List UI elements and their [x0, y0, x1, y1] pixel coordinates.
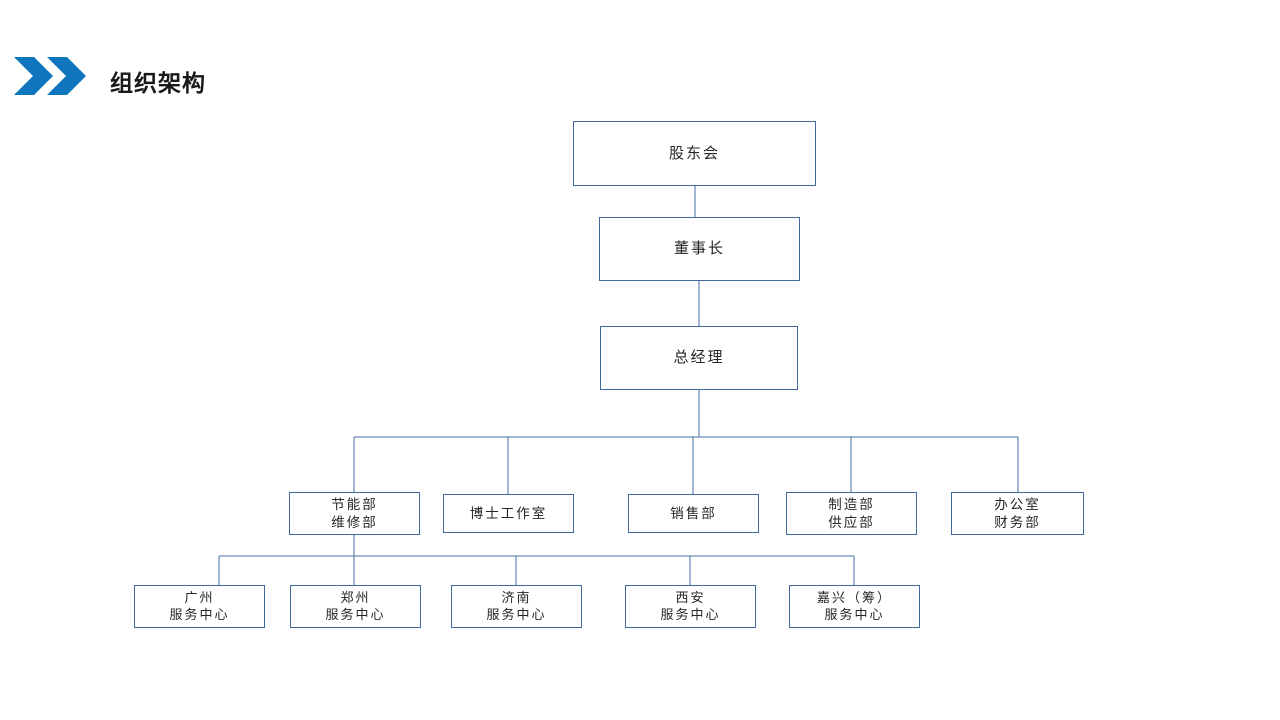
org-node-label-line1: 制造部 [828, 497, 875, 513]
org-node-manufacturing-supply[interactable]: 制造部 供应部 [786, 492, 917, 535]
org-node-label-line2: 服务中心 [325, 606, 386, 622]
org-node-label: 博士工作室 [469, 505, 548, 521]
org-node-label: 销售部 [670, 505, 717, 521]
org-node-sales[interactable]: 销售部 [628, 494, 759, 533]
org-node-shareholders[interactable]: 股东会 [573, 121, 816, 186]
org-node-label: 董事长 [673, 240, 725, 258]
org-node-label-line1: 广州 [184, 589, 215, 605]
org-node-general-manager[interactable]: 总经理 [600, 326, 798, 390]
org-node-label-line2: 供应部 [828, 514, 875, 530]
org-node-doctor-studio[interactable]: 博士工作室 [443, 494, 574, 533]
org-node-energy-maintenance[interactable]: 节能部 维修部 [289, 492, 420, 535]
org-node-label-line1: 郑州 [340, 589, 371, 605]
org-node-label: 总经理 [673, 349, 725, 367]
org-node-label-line1: 节能部 [331, 497, 378, 513]
org-node-label: 股东会 [668, 144, 720, 162]
org-node-label-line2: 财务部 [994, 514, 1041, 530]
org-node-jiaxing-center[interactable]: 嘉兴（筹） 服务中心 [789, 585, 920, 628]
slide-header: 组织架构 [0, 0, 1280, 120]
org-node-guangzhou-center[interactable]: 广州 服务中心 [134, 585, 265, 628]
org-node-jinan-center[interactable]: 济南 服务中心 [451, 585, 582, 628]
double-chevron-right-icon [14, 57, 86, 95]
org-node-chairman[interactable]: 董事长 [599, 217, 800, 281]
org-node-label-line1: 嘉兴（筹） [816, 589, 892, 605]
org-node-label-line2: 服务中心 [660, 606, 721, 622]
org-node-label-line2: 维修部 [331, 514, 378, 530]
org-node-label-line2: 服务中心 [486, 606, 547, 622]
org-node-label-line1: 西安 [675, 589, 706, 605]
org-node-office-finance[interactable]: 办公室 财务部 [951, 492, 1084, 535]
org-node-label-line1: 办公室 [994, 497, 1041, 513]
org-node-label-line1: 济南 [501, 589, 532, 605]
org-node-label-line2: 服务中心 [169, 606, 230, 622]
org-node-label-line2: 服务中心 [824, 606, 885, 622]
org-node-xian-center[interactable]: 西安 服务中心 [625, 585, 756, 628]
org-node-zhengzhou-center[interactable]: 郑州 服务中心 [290, 585, 421, 628]
page-title: 组织架构 [110, 70, 206, 96]
